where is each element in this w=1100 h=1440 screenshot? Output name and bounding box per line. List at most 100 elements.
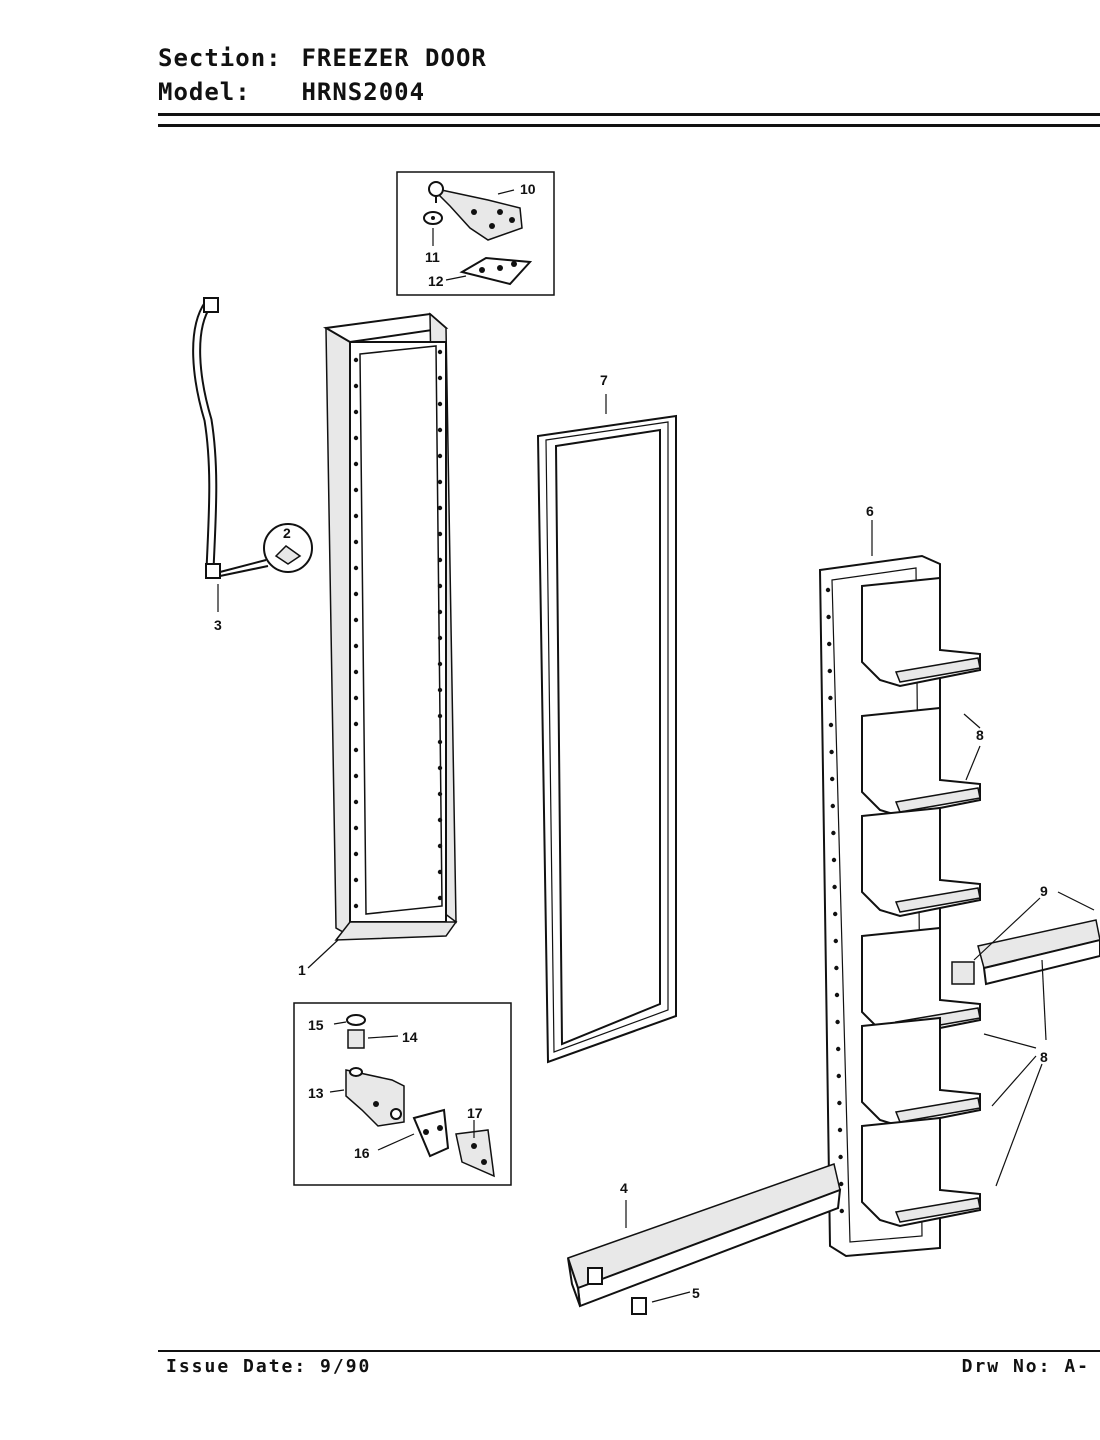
liner-screw-hole: [836, 1073, 841, 1079]
frame-screw-hole: [437, 609, 443, 615]
door-shelf-bin: [861, 806, 981, 918]
liner-screw-hole: [830, 803, 835, 809]
liner-screw-hole: [829, 749, 834, 755]
model-label: Model:: [158, 78, 251, 106]
frame-screw-hole: [353, 695, 359, 701]
frame-screw-hole: [353, 773, 359, 779]
shelf-bar: [894, 1197, 981, 1223]
frame-screw-hole: [353, 643, 359, 649]
liner-screw-hole: [838, 1154, 843, 1160]
callout-1: 1: [298, 962, 306, 978]
frame-screw-hole: [437, 843, 443, 849]
frame-screw-hole: [353, 409, 359, 415]
bottom-rail: [567, 1163, 842, 1315]
frame-screw-hole: [437, 635, 443, 641]
liner-screw-hole: [834, 992, 840, 998]
section-value: FREEZER DOOR: [301, 44, 487, 72]
frame-screw-hole: [437, 661, 443, 667]
frame-screw-hole: [353, 383, 359, 389]
frame-screw-hole: [353, 669, 359, 675]
frame-screw-hole: [437, 401, 443, 407]
frame-screw-hole: [437, 479, 443, 485]
section-label: Section:: [158, 44, 282, 72]
door-shelf-bin: [861, 576, 981, 688]
shelf-bar: [894, 1097, 981, 1123]
liner-screw-hole: [837, 1100, 842, 1106]
frame-screw-hole: [353, 799, 359, 805]
frame-screw-hole: [437, 453, 443, 459]
callout-5: 5: [692, 1285, 700, 1301]
liner-screw-hole: [828, 722, 834, 728]
liner-screw-hole: [827, 668, 832, 674]
liner-screw-hole: [833, 938, 838, 944]
callout-11: 11: [425, 249, 440, 265]
frame-screw-hole: [437, 505, 443, 511]
footer-rule: [158, 1350, 1100, 1352]
frame-screw-hole: [353, 513, 359, 519]
liner-screw-hole: [836, 1046, 841, 1052]
callout-4: 4: [620, 1180, 628, 1196]
bottom-hinge-inset: [293, 1002, 512, 1186]
liner-screw-hole: [833, 911, 838, 917]
door-liner: [818, 520, 981, 1258]
liner-screw-hole: [826, 614, 831, 620]
callout-layer: 1 2 3 4 5 6 7 8 8 8 9 10 11 12 13 14 15 …: [214, 181, 1048, 1301]
drawing-number: Drw No: A-: [961, 1356, 1090, 1377]
callout-9: 9: [1040, 883, 1048, 899]
frame-screw-hole: [353, 435, 359, 441]
liner-screw-hole: [839, 1208, 844, 1214]
top-hinge-inset: [396, 171, 555, 296]
door-shelf-bin: [861, 1116, 981, 1228]
shelf-bar: [894, 787, 981, 813]
frame-screw-hole: [437, 375, 443, 381]
frame-screw-hole: [353, 851, 359, 857]
callout-16: 16: [354, 1145, 370, 1161]
callout-10: 10: [520, 181, 536, 197]
shelf-bar: [894, 887, 981, 913]
section-row: Section: FREEZER DOOR: [158, 44, 487, 72]
frame-screw-hole: [353, 877, 359, 883]
header-rule-top: [158, 113, 1100, 116]
callout-3: 3: [214, 617, 222, 633]
frame-screw-hole: [353, 461, 359, 467]
liner-screw-hole: [839, 1181, 844, 1187]
frame-screw-hole: [437, 739, 443, 745]
liner-screw-hole: [834, 965, 839, 971]
door-shelf-bin: [861, 1016, 981, 1128]
liner-screw-hole: [832, 884, 837, 890]
callout-14: 14: [402, 1029, 418, 1045]
door-shelf-bin: [861, 706, 981, 818]
shelf-retainer-bar: [951, 891, 1100, 1041]
callout-7: 7: [600, 372, 608, 388]
header-rule-bottom: [158, 124, 1100, 127]
liner-screw-hole: [831, 857, 837, 863]
frame-screw-hole: [353, 591, 359, 597]
frame-screw-hole: [353, 487, 359, 493]
door-frame: [322, 312, 458, 941]
liner-screw-hole: [835, 1019, 840, 1025]
liner-screw-hole: [837, 1127, 843, 1133]
frame-screw-hole: [437, 557, 443, 563]
liner-screw-hole: [827, 641, 832, 647]
callout-8b: 8: [1040, 1049, 1048, 1065]
frame-screw-hole: [437, 791, 443, 797]
frame-screw-hole: [437, 895, 443, 901]
frame-screw-hole: [353, 617, 359, 623]
liner-screw-hole: [831, 830, 836, 836]
issue-date: Issue Date: 9/90: [166, 1356, 372, 1377]
liner-screw-hole: [830, 776, 835, 782]
frame-screw-hole: [353, 721, 359, 727]
frame-screw-hole: [437, 817, 443, 823]
frame-screw-hole: [437, 713, 443, 719]
model-value: HRNS2004: [301, 78, 426, 106]
frame-screw-hole: [353, 903, 359, 909]
door-handle: [192, 297, 313, 612]
callout-8a: 8: [976, 727, 984, 743]
callout-13: 13: [308, 1085, 324, 1101]
frame-screw-hole: [437, 531, 443, 537]
frame-screw-hole: [437, 583, 443, 589]
frame-screw-hole: [353, 565, 359, 571]
frame-screw-hole: [353, 357, 359, 363]
callout-15: 15: [308, 1017, 324, 1033]
